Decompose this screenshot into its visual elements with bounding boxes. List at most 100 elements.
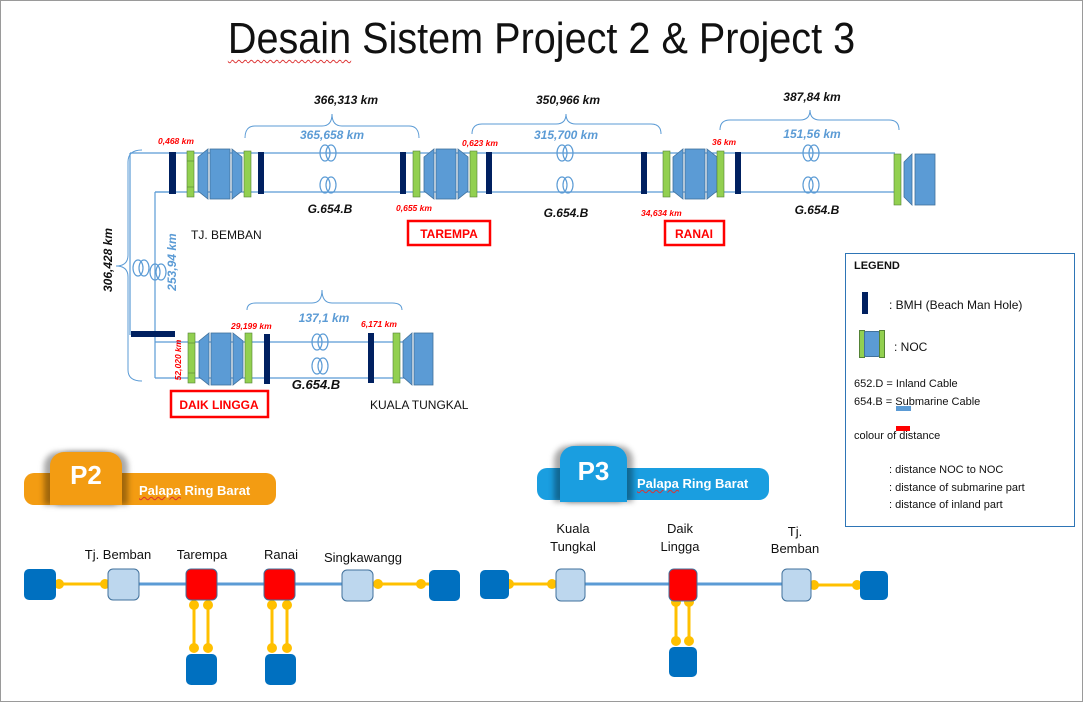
bmh-icon [169, 152, 176, 194]
p3-end-node-daik-lingga [669, 647, 697, 677]
bmh-icon [368, 333, 374, 383]
submarine-distance-3: 151,56 km [783, 127, 841, 141]
vertical-cables [129, 153, 170, 378]
p3-label-kuala-tungkal-2: Tungkal [550, 539, 596, 554]
cable-type-bottom: G.654.B [292, 377, 340, 392]
p2-label-tj-bemban: Tj. Bemban [85, 547, 151, 562]
p2-node-ranai [263, 568, 296, 601]
p2-label-tarempa: Tarempa [177, 547, 228, 562]
legend-submarine-swatch [896, 406, 911, 411]
p2-tab: P2 [50, 452, 122, 505]
bmh-icon [486, 152, 492, 194]
cable-type-2: G.654.B [544, 206, 589, 220]
legend-inland-cable: 652.D = Inland Cable [854, 378, 958, 390]
p3-end-node-right [860, 571, 888, 600]
legend-dist-noc: : distance NOC to NOC [889, 464, 1004, 476]
tarempa-site [400, 148, 492, 200]
inland-distance-tarempa-b: 0,623 km [462, 138, 498, 148]
inland-distance-daik-lingga-b: 29,199 km [230, 321, 272, 331]
p2-network: Tj. Bemban Tarempa Ranai Singkawangg [24, 547, 460, 685]
legend-dist-inland: : distance of inland part [889, 499, 1003, 511]
station-ranai: RANAI [675, 227, 713, 241]
p3-label-palapa: Palapa [637, 476, 679, 491]
distance-braces [115, 109, 900, 382]
tj-bemban-site [169, 148, 264, 200]
bmh-icon [735, 152, 741, 194]
noc-icon [662, 148, 725, 200]
p2-node-singkawang [341, 569, 374, 602]
p3-node-daik-lingga [668, 568, 698, 602]
p3-node-kuala-tungkal [555, 568, 586, 602]
noc-distance-2: 350,966 km [536, 93, 600, 107]
p3-tab-label: P3 [577, 456, 610, 486]
bmh-icon [264, 334, 270, 384]
p3-network: Kuala Tungkal Daik Lingga Tj. Bemban [480, 521, 888, 677]
p3-label-daik-lingga-1: Daik [667, 521, 694, 536]
station-box-ranai [663, 219, 726, 247]
p3-label-kuala-tungkal-1: Kuala [556, 521, 590, 536]
daik-lingga-site [187, 332, 270, 386]
station-box-daik-lingga [169, 389, 270, 419]
p2-node-tj-bemban [107, 568, 140, 601]
inland-distance-daik-lingga-a: 52,020 km [173, 339, 183, 380]
submarine-distance-bottom: 137,1 km [299, 311, 350, 325]
p2-label-ranai: Ranai [264, 547, 298, 562]
submarine-distance-1: 365,658 km [300, 128, 364, 142]
p2-end-node-right [429, 570, 460, 601]
station-tj-bemban: TJ. BEMBAN [191, 228, 262, 242]
title-rest: Sistem Project 2 & Project 3 [351, 14, 856, 63]
bmh-icon [258, 152, 264, 194]
ranai-site [641, 148, 741, 200]
legend-noc-label: : NOC [894, 340, 928, 354]
p3-banner-label: Palapa Ring Barat [637, 476, 748, 491]
p2-label-singkawang: Singkawangg [324, 550, 402, 565]
legend-heading: LEGEND [854, 260, 900, 272]
noc-icon [412, 148, 478, 200]
p2-banner-label: Palapa Ring Barat [139, 483, 250, 498]
bmh-icon [400, 152, 406, 194]
noc-icon [186, 148, 252, 200]
inland-distance-tj-bemban: 0,468 km [158, 136, 194, 146]
noc-distance-3: 387,84 km [783, 90, 841, 104]
p2-label-rest: Ring Barat [180, 483, 251, 498]
p2-end-node-ranai [265, 654, 296, 685]
p3-node-tj-bemban [781, 568, 812, 602]
p3-label-tj-bemban-1: Tj. [788, 524, 802, 539]
legend-dist-sub: : distance of submarine part [889, 482, 1025, 494]
noc-icon [187, 332, 253, 386]
legend-submarine-cable: 654.B = Submarine Cable [854, 396, 981, 408]
bottom-cables [155, 341, 410, 379]
title-word-desain: Desain [227, 14, 352, 63]
legend-bmh-label: : BMH (Beach Man Hole) [889, 298, 1023, 312]
inland-distance-kuala-tungkal: 6,171 km [361, 319, 397, 329]
top-cables [130, 152, 895, 193]
cable-type-1: G.654.B [308, 202, 353, 216]
p2-tab-label: P2 [70, 460, 102, 490]
p2-end-node-tarempa [186, 654, 217, 685]
kuala-tungkal-site [368, 332, 434, 386]
legend-noc-icon [859, 330, 885, 358]
legend-colour-label: colour of distance [854, 430, 941, 442]
station-kuala-tungkal: KUALA TUNGKAL [370, 398, 469, 412]
p2-label-palapa: Palapa [139, 483, 181, 498]
station-box-tarempa [406, 219, 492, 247]
p3-tab: P3 [560, 446, 627, 502]
noc-distance-1: 366,313 km [314, 93, 378, 107]
bmh-icon [641, 152, 647, 194]
legend-red-swatch [896, 426, 910, 431]
cable-type-3: G.654.B [795, 203, 840, 217]
p3-end-node-left [480, 570, 509, 599]
inland-distance-tarempa-a: 0,655 km [396, 203, 432, 213]
page-title: Desain Sistem Project 2 & Project 3 [54, 14, 1029, 64]
station-daik-lingga: DAIK LINGGA [179, 398, 259, 412]
inland-distance-ranai-a: 34,634 km [641, 208, 682, 218]
p3-label-rest: Ring Barat [678, 476, 749, 491]
p2-end-node-left [24, 569, 56, 600]
submarine-distance-2: 315,700 km [534, 128, 598, 142]
inland-distance-ranai-b: 36 km [712, 137, 737, 147]
p2-node-tarempa [185, 568, 218, 601]
legend-box: LEGEND : BMH (Beach Man Hole) : NOC 652.… [845, 253, 1075, 527]
noc-icon [392, 332, 434, 386]
noc-distance-vertical: 306,428 km [101, 228, 115, 292]
